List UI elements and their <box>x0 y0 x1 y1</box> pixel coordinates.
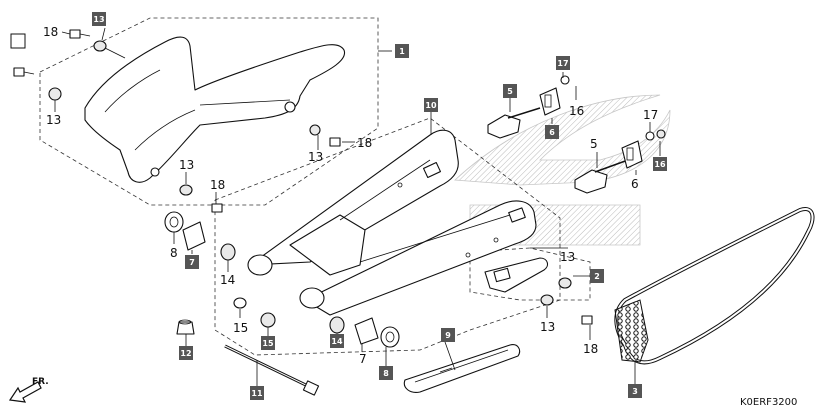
callout-17-bottom: 17 <box>643 108 658 122</box>
svg-text:12: 12 <box>180 349 191 358</box>
callout-18-top: 18 <box>43 25 58 39</box>
collar-7-right <box>354 317 379 345</box>
diagram-code: K0ERF3200 <box>740 397 797 408</box>
bolt-left <box>13 67 35 77</box>
callout-18-right: 18 <box>357 136 372 150</box>
bolt-18-top <box>69 29 91 39</box>
callout-10-box[interactable]: 10 <box>424 98 438 112</box>
svg-text:13: 13 <box>93 15 104 24</box>
callout-17-box[interactable]: 17 <box>556 56 570 70</box>
leader-lines <box>54 27 661 386</box>
callout-8-box[interactable]: 8 <box>379 366 393 380</box>
bearing-15-box <box>260 312 276 328</box>
callout-18-bottom: 18 <box>210 178 225 192</box>
bearing-14-left <box>220 243 236 261</box>
svg-text:2: 2 <box>594 272 600 281</box>
collar-13-left <box>48 87 62 101</box>
callout-2-box[interactable]: 2 <box>590 269 604 283</box>
callout-18-guide: 18 <box>583 342 598 356</box>
chain-slider-9 <box>403 344 521 393</box>
swingarm-group-outline <box>214 117 561 356</box>
plain-labels: 18 13 13 18 13 18 8 14 15 16 5 17 6 13 1… <box>43 25 658 366</box>
svg-text:7: 7 <box>189 258 195 267</box>
callout-8-left: 8 <box>170 246 178 260</box>
collar-13-top <box>93 40 107 52</box>
callout-16-top: 16 <box>569 104 584 118</box>
collar-13-bottom <box>179 184 223 213</box>
collar-13-right <box>309 124 341 147</box>
callout-16-box[interactable]: 16 <box>653 157 667 171</box>
drive-chain-3 <box>614 207 815 365</box>
callout-13-guide-bottom: 13 <box>540 320 555 334</box>
empty-checkbox <box>10 33 26 49</box>
washer-17-top <box>560 75 570 85</box>
svg-text:3: 3 <box>632 387 638 396</box>
svg-text:17: 17 <box>557 59 568 68</box>
callout-15-plain: 15 <box>233 321 248 335</box>
chain-case-group-outline <box>39 17 379 206</box>
seal-8-left <box>164 211 184 233</box>
callout-7-right: 7 <box>359 352 367 366</box>
pivot-bolt-11 <box>224 344 320 396</box>
nut-12 <box>176 319 195 335</box>
callout-6-bottom: 6 <box>631 177 639 191</box>
callout-1-box[interactable]: 1 <box>395 44 409 58</box>
washer-17-bottom <box>645 129 666 141</box>
callout-15-box[interactable]: 15 <box>261 336 275 350</box>
callout-13-right: 13 <box>308 150 323 164</box>
plate-6-bottom <box>621 140 643 169</box>
svg-text:16: 16 <box>654 160 666 169</box>
front-direction-arrow: FR. <box>8 377 49 403</box>
svg-text:14: 14 <box>331 337 343 346</box>
callout-5-bottom: 5 <box>590 137 598 151</box>
svg-text:15: 15 <box>262 339 274 348</box>
svg-text:1: 1 <box>399 47 405 56</box>
callout-9-box[interactable]: 9 <box>441 328 455 342</box>
adjuster-5-top <box>487 107 541 139</box>
washer-15 <box>233 297 247 309</box>
seal-8-right <box>380 326 400 348</box>
callout-13-bottom: 13 <box>179 158 194 172</box>
boxed-labels: 13 1 10 5 17 6 16 7 2 15 14 12 9 8 11 3 <box>92 12 667 400</box>
svg-text:6: 6 <box>549 128 555 137</box>
callout-5-box[interactable]: 5 <box>503 84 517 98</box>
callout-12-box[interactable]: 12 <box>179 346 193 360</box>
callout-14-left: 14 <box>220 273 235 287</box>
svg-text:9: 9 <box>445 331 451 340</box>
svg-text:10: 10 <box>425 101 437 110</box>
front-direction-label: FR. <box>32 377 49 387</box>
chain-guide-2 <box>484 257 549 293</box>
callout-13-guide-top: 13 <box>560 250 575 264</box>
callout-14-box[interactable]: 14 <box>330 334 344 348</box>
callout-7-box[interactable]: 7 <box>185 255 199 269</box>
svg-text:8: 8 <box>383 369 389 378</box>
collar-7-left <box>182 221 206 251</box>
callout-3-box[interactable]: 3 <box>628 384 642 398</box>
callout-13-box[interactable]: 13 <box>92 12 106 26</box>
collar-13-guide <box>540 277 593 325</box>
callout-6-box[interactable]: 6 <box>545 125 559 139</box>
callout-13-left: 13 <box>46 113 61 127</box>
callout-11-box[interactable]: 11 <box>250 386 264 400</box>
chain-slider-group-outline <box>469 247 591 301</box>
adjuster-5-bottom <box>574 159 629 194</box>
bearing-14-right <box>329 316 345 334</box>
svg-text:5: 5 <box>507 87 513 96</box>
svg-text:11: 11 <box>251 389 263 398</box>
chain-case <box>84 36 346 183</box>
swingarm <box>247 129 537 316</box>
plate-6-top <box>539 87 561 116</box>
